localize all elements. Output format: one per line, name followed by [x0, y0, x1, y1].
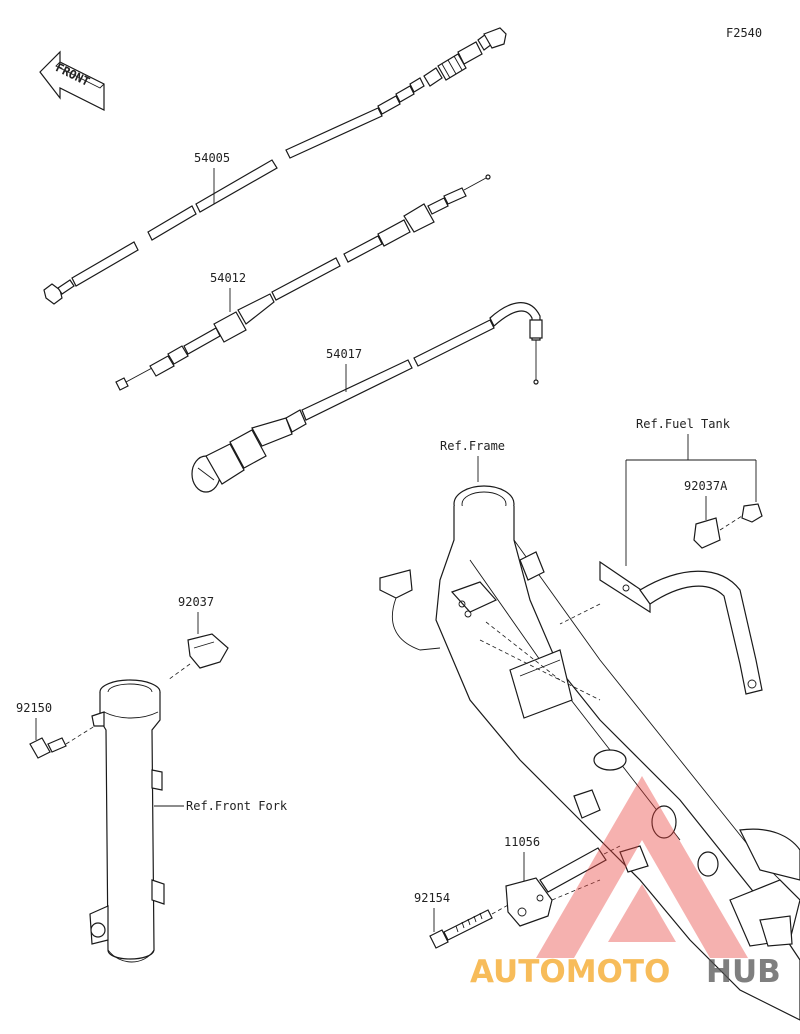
part-number-54005: 54005: [194, 151, 230, 165]
figure-code: F2540: [726, 26, 762, 40]
part-number-92037A: 92037A: [684, 479, 728, 493]
fuel-tank-bracket: [559, 560, 763, 695]
bolt-92150: [29, 723, 99, 759]
watermark-text-b: HUB: [706, 954, 781, 990]
ref-fuel-tank: Ref.Fuel Tank: [636, 417, 731, 431]
part-number-92154: 92154: [414, 891, 450, 905]
part-number-92037: 92037: [178, 595, 214, 609]
ref-frame: Ref.Frame: [440, 439, 505, 453]
bracket-11056: [505, 845, 621, 927]
front-arrow-icon: FRONT: [39, 50, 105, 111]
watermark-logo-icon: [536, 776, 748, 958]
part-number-54012: 54012: [210, 271, 246, 285]
watermark-text-a: AUTOMOTO: [470, 954, 670, 990]
part-number-54017: 54017: [326, 347, 362, 361]
leader-fuel-tank: [625, 434, 757, 566]
front-fork: [89, 679, 165, 963]
frame: [379, 485, 800, 1021]
part-number-11056: 11056: [504, 835, 540, 849]
cable-54017: [191, 302, 543, 493]
cable-54005: [43, 27, 507, 305]
clamp-92037A: [693, 503, 763, 549]
ref-front-fork: Ref.Front Fork: [186, 799, 288, 813]
watermark: AUTOMOTO HUB: [470, 776, 781, 990]
cable-54012: [115, 174, 491, 391]
part-number-92150: 92150: [16, 701, 52, 715]
bolt-92154: [429, 903, 511, 949]
clamp-92037: [167, 633, 229, 681]
